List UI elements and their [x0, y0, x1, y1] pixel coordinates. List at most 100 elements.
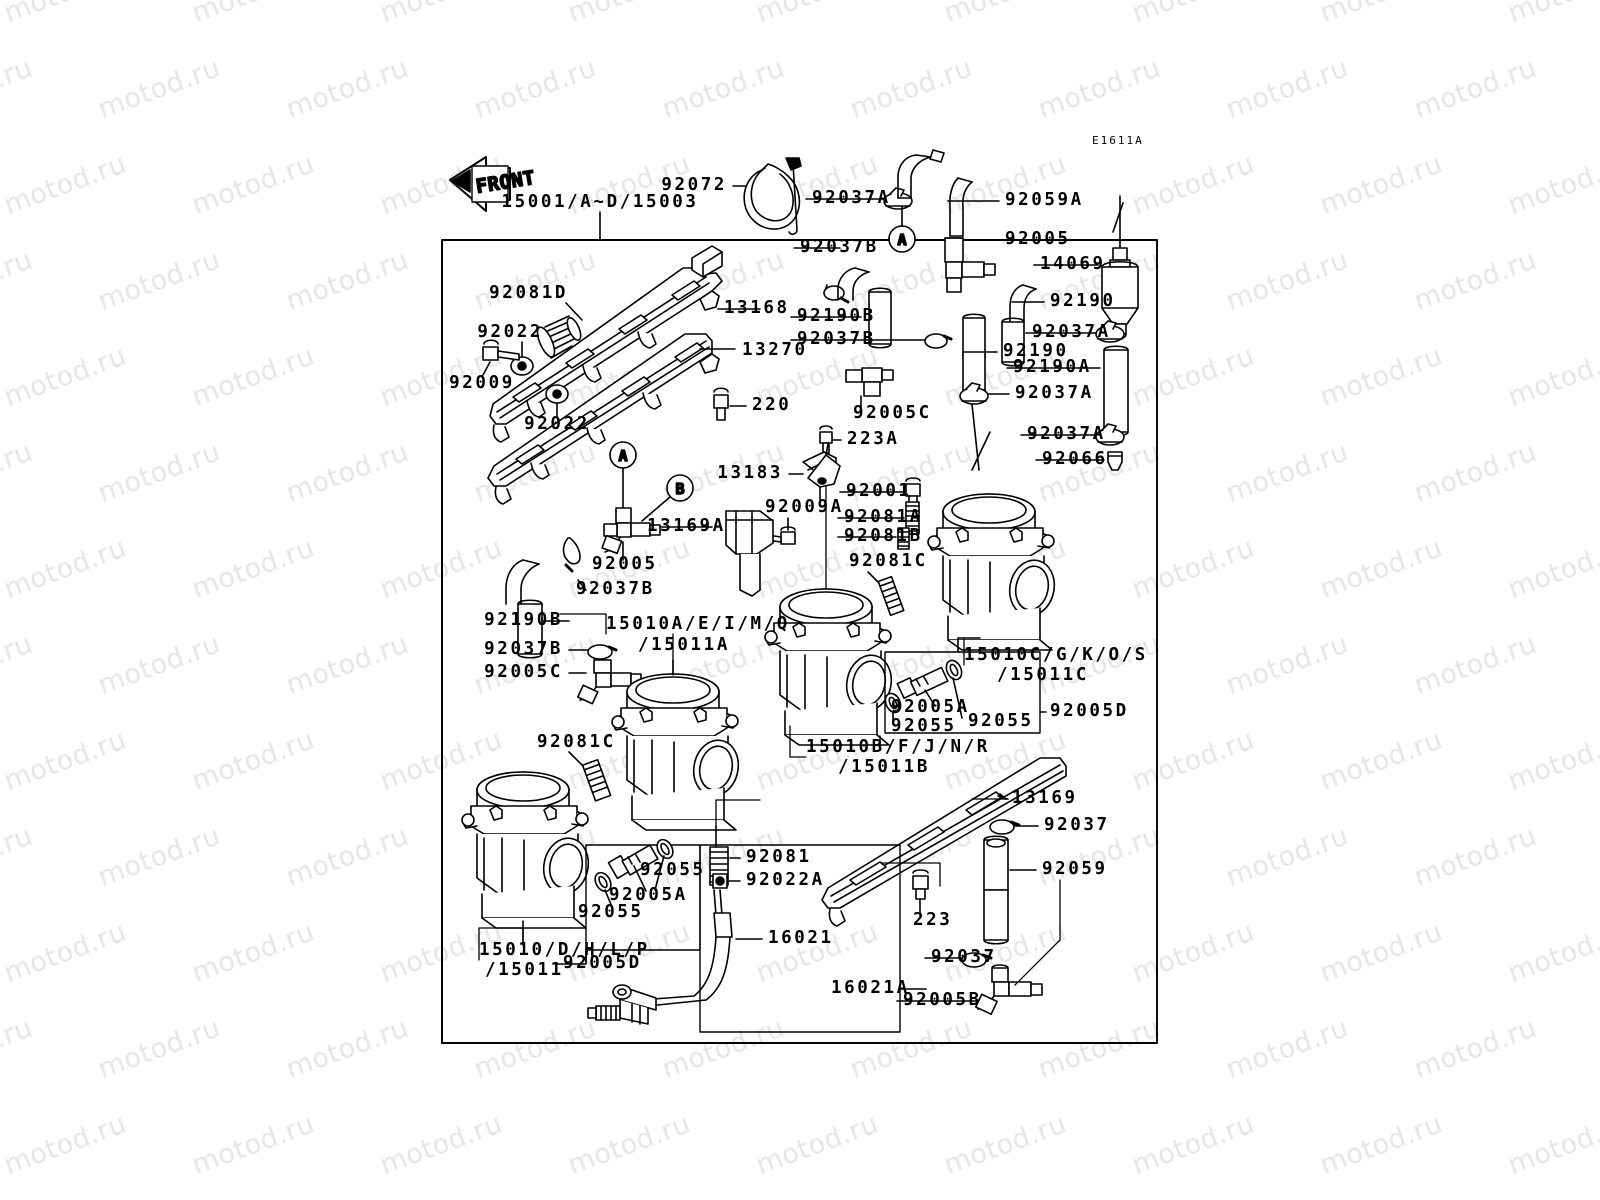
part-label-15010a-e-i-m-q: 15010A/E/I/M/Q	[606, 614, 790, 634]
part-92190A-tube	[1006, 345, 1129, 437]
part-92059A-tube	[897, 149, 1000, 202]
part-label-92037b: 92037B	[484, 639, 563, 659]
part-label-92005c: 92005C	[853, 403, 932, 423]
part-label-92005d: 92005D	[563, 953, 642, 973]
part-label-16021a: 16021A	[831, 978, 910, 998]
part-label-92005d: 92005D	[1050, 701, 1129, 721]
part-92037A-clamp-top	[805, 187, 913, 210]
part-label-92037b: 92037B	[797, 329, 876, 349]
carburetor-body-2	[611, 659, 740, 831]
part-92037A-right-3	[1020, 423, 1125, 446]
part-label-92190a: 92190A	[1013, 357, 1092, 377]
part-label-92081d: 92081D	[489, 283, 568, 303]
part-92009-screw	[482, 339, 520, 376]
part-92081C-spring-lower	[568, 751, 612, 802]
part-92005C-tee-center	[845, 367, 894, 409]
part-label-92005: 92005	[592, 554, 658, 574]
part-label-92059a: 92059A	[1005, 190, 1084, 210]
part-92037A-right-1	[1025, 320, 1125, 343]
part-label-92005: 92005	[1005, 229, 1071, 249]
part-92190-tube-right-2	[962, 313, 998, 395]
part-label-92037b: 92037B	[800, 237, 879, 257]
carburetor-body-4	[927, 493, 1056, 651]
part-92081B-spring	[837, 527, 910, 550]
part-label-13168: 13168	[724, 298, 790, 318]
part-label-13169a: 13169A	[647, 516, 726, 536]
part-92066-plug	[1035, 451, 1123, 471]
part-92037A-right-2	[959, 382, 1010, 471]
part-label-92022a: 92022A	[746, 870, 825, 890]
part-92005-tee-mid	[601, 507, 661, 561]
part-label-14069: 14069	[1040, 254, 1106, 274]
part-13168-rail	[489, 245, 761, 443]
part-13169A-plate	[640, 510, 774, 597]
part-92081A-spring	[837, 501, 920, 535]
part-13270-rail	[487, 333, 736, 505]
part-label-13183: 13183	[717, 463, 783, 483]
part-label-92081c: 92081C	[537, 732, 616, 752]
part-label-92005b: 92005B	[903, 990, 982, 1010]
part-label-15001-a-d-15003: 15001/A~D/15003	[501, 192, 699, 212]
part-92037B-upper	[793, 247, 850, 304]
part-label-13270: 13270	[742, 340, 808, 360]
part-92037B-left	[568, 644, 618, 660]
part-label-92190b: 92190B	[484, 610, 563, 630]
part-92059A-tube-2	[949, 177, 973, 237]
part-92059-tube-bottom	[983, 835, 1037, 945]
part-label-92005a: 92005A	[609, 885, 688, 905]
callout-circle-a-mid: A	[609, 441, 637, 509]
part-92022-washer-1	[510, 341, 534, 376]
part-label-92037a: 92037A	[812, 188, 891, 208]
part-label-92037b: 92037B	[576, 579, 655, 599]
part-label--15011: /15011	[485, 960, 564, 980]
svg-text:A: A	[897, 231, 906, 249]
carburetor-body-1	[461, 771, 590, 946]
part-13169-rail-bottom	[821, 757, 1067, 927]
carburetor-body-3	[764, 588, 893, 746]
part-13183-bracket	[788, 443, 841, 501]
part-92037-clamp-bottom-2	[924, 952, 993, 968]
part-label-13169: 13169	[1012, 788, 1078, 808]
part-label-220: 220	[752, 395, 792, 415]
part-label-15010c-g-k-o-s: 15010C/G/K/O/S	[964, 645, 1148, 665]
part-label-92059: 92059	[1042, 859, 1108, 879]
part-92037B-upper-2	[790, 333, 953, 349]
part-223-screw-bottom	[912, 869, 929, 916]
part-92072-band-clamp	[732, 157, 802, 235]
part-92190-tube-right	[1001, 284, 1045, 367]
part-223A-screw	[819, 425, 842, 454]
part-label--15011c: /15011C	[997, 665, 1089, 685]
part-label-15010b-f-j-n-r: 15010B/F/J/N/R	[806, 737, 990, 757]
part-label-e1611a: E1611A	[1092, 134, 1144, 147]
part-220-screw	[713, 387, 747, 421]
part-92005-tee	[944, 237, 1000, 293]
group-16021A-box	[587, 825, 927, 1033]
part-label-16021: 16021	[768, 928, 834, 948]
part-label-92190: 92190	[1050, 291, 1116, 311]
part-92005C-left	[568, 659, 642, 705]
part-label-92005c: 92005C	[484, 662, 563, 682]
part-label-92037a: 92037A	[1032, 322, 1111, 342]
part-label-15010-d-h-l-p: 15010/D/H/L/P	[479, 940, 650, 960]
part-92190B-upper-tube	[790, 267, 892, 349]
part-label-92190b: 92190B	[797, 306, 876, 326]
part-label-92081b: 92081B	[844, 526, 923, 546]
part-label-92081c: 92081C	[849, 551, 928, 571]
part-92005B-tee-bottom	[896, 964, 1043, 1015]
part-label-223a: 223A	[847, 429, 900, 449]
part-92190B-tube-left	[505, 559, 570, 659]
callout-circle-a-top: A	[888, 206, 916, 253]
part-92022-washer-2	[545, 384, 569, 418]
part-label-92022: 92022	[477, 322, 543, 342]
svg-text:A: A	[618, 447, 627, 465]
part-label-92037: 92037	[931, 947, 997, 967]
part-92081C-spring-upper	[867, 571, 905, 617]
part-label-92066: 92066	[1042, 449, 1108, 469]
part-92037B-mid	[562, 537, 587, 591]
part-92001-bolt	[839, 477, 921, 506]
part-label-223: 223	[913, 910, 953, 930]
part-label--15011a: /15011A	[638, 635, 730, 655]
part-92081D-spring	[536, 302, 583, 359]
part-label-92001: 92001	[846, 481, 912, 501]
part-label-92081: 92081	[746, 847, 812, 867]
